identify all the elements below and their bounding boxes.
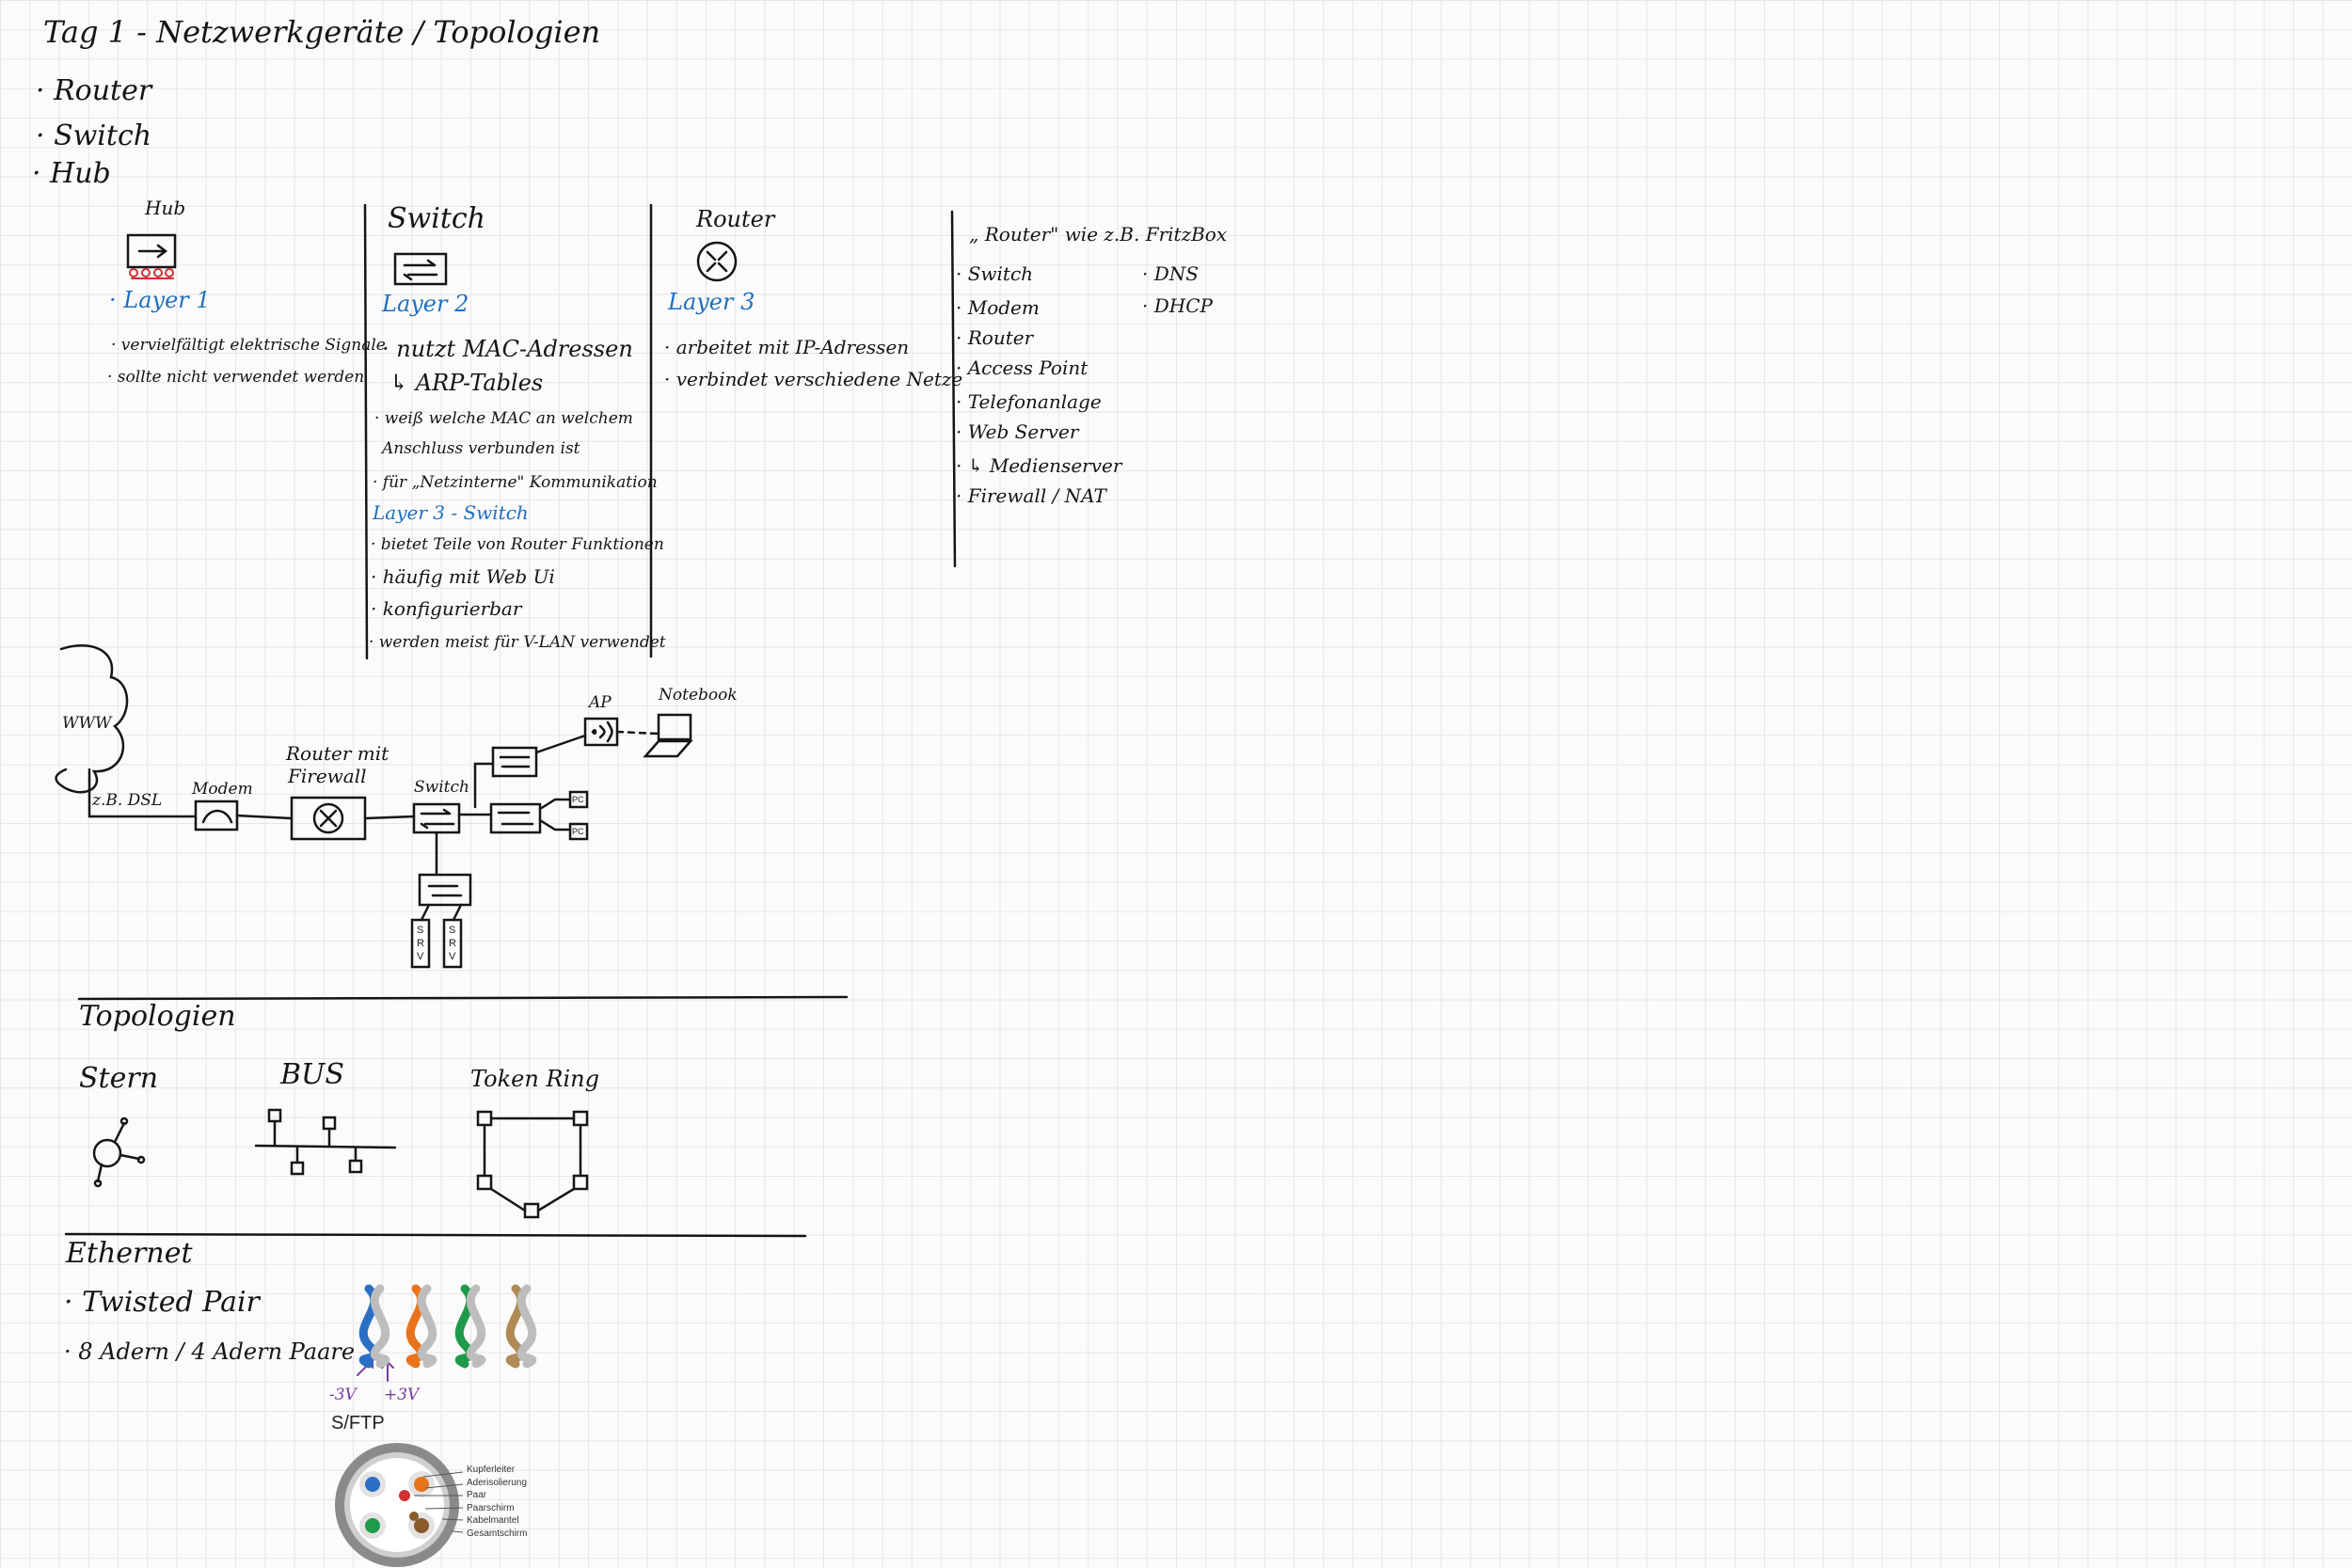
pc-icon-1 <box>568 790 589 809</box>
switch-icon <box>393 252 448 286</box>
ethernet-item-1: · Twisted Pair <box>64 1286 260 1319</box>
switch-layer3-note-2: · häufig mit Web Ui <box>371 565 555 588</box>
switch-note-4: Anschluss verbunden ist <box>382 439 580 458</box>
switch-note-3: · weiß welche MAC an welchem <box>374 409 633 428</box>
notebook-icon <box>643 713 693 758</box>
switch-layer3-heading: Layer 3 - Switch <box>373 501 529 524</box>
ethernet-item-2: · 8 Adern / 4 Adern Paare <box>64 1338 356 1365</box>
switch-note-5: · für „Netzinterne" Kommunikation <box>373 473 658 492</box>
www-label: WWW <box>62 714 112 733</box>
hub-layer: · Layer 1 <box>109 287 211 313</box>
modem-icon <box>194 800 239 832</box>
section-rule-ethernet <box>64 1232 807 1238</box>
core-switch-icon <box>412 802 461 834</box>
legend-paar: Paar <box>467 1490 487 1501</box>
fritzbox-item-7: · ↳ Medienserver <box>956 454 1122 477</box>
ap-label: AP <box>589 693 612 712</box>
hub-note-2: · sollte nicht verwendet werden <box>107 368 365 387</box>
hub-note-1: · vervielfältigt elektrische Signale <box>111 336 386 355</box>
pc-label-1: PC <box>572 795 584 804</box>
dsl-line <box>87 768 198 818</box>
intro-item-hub: · Hub <box>32 157 111 190</box>
fritzbox-item-2: · Modem <box>956 296 1040 319</box>
legend-kabelmantel: Kabelmantel <box>467 1515 519 1527</box>
fritzbox-item-dns: · DNS <box>1142 262 1199 285</box>
router-note-1: · arbeitet mit IP-Adressen <box>664 336 910 358</box>
section-rule-topologien <box>77 995 849 1001</box>
token-ring-topology-icon <box>476 1110 589 1219</box>
firewall-router-icon <box>290 796 367 841</box>
access-point-icon <box>583 717 619 747</box>
twisted-pair-illustration <box>358 1284 537 1369</box>
cable-cross-section-icon <box>335 1443 464 1567</box>
hub-icon <box>126 233 177 269</box>
sftp-label: S/FTP <box>331 1413 385 1433</box>
minus-voltage-label: -3V <box>329 1386 357 1404</box>
intro-item-router: · Router <box>36 74 152 107</box>
switch-server-icon <box>418 873 472 907</box>
legend-aderisolierung: Aderisolierung <box>467 1477 527 1488</box>
fritzbox-item-dhcp: · DHCP <box>1142 294 1213 317</box>
server-icon-2 <box>442 918 463 969</box>
switch-pc-icon <box>489 802 542 834</box>
switch-heading: Switch <box>388 202 486 235</box>
pc-icon-2 <box>568 822 589 841</box>
token-ring-label: Token Ring <box>470 1066 599 1092</box>
router-firewall-label-1: Router mit <box>286 742 389 765</box>
switch-layer3-note-3: · konfigurierbar <box>371 597 522 620</box>
bus-label: BUS <box>280 1058 344 1091</box>
hub-heading: Hub <box>145 197 186 219</box>
fritzbox-item-4: · Access Point <box>956 356 1089 379</box>
fritzbox-item-3: · Router <box>956 326 1034 349</box>
switch-note-1: · nutzt MAC-Adressen <box>382 336 633 362</box>
legend-kupferleiter: Kupferleiter <box>467 1465 516 1475</box>
fritzbox-item-5: · Telefonanlage <box>956 390 1102 413</box>
server-icon-1 <box>410 918 431 969</box>
notebook-label: Notebook <box>659 686 738 705</box>
cable-legend: Kupferleiter Aderisolierung Paar Paarsch… <box>467 1464 527 1541</box>
router-note-2: · verbindet verschiedene Netze <box>664 368 963 390</box>
switch-note-2: ↳ ARP-Tables <box>389 370 544 396</box>
bus-topology-icon <box>254 1108 397 1176</box>
switch-layer: Layer 2 <box>382 291 469 317</box>
switch-diagram-label: Switch <box>414 778 469 797</box>
switch-layer3-note-4: · werden meist für V-LAN verwendet <box>369 633 666 652</box>
dsl-label: z.B. DSL <box>92 791 163 810</box>
legend-paarschirm: Paarschirm <box>467 1502 515 1513</box>
divider-hub-switch <box>363 203 369 660</box>
stern-label: Stern <box>79 1062 159 1095</box>
ethernet-heading: Ethernet <box>66 1237 193 1270</box>
star-topology-icon <box>92 1117 146 1188</box>
switch-ap-icon <box>491 746 538 778</box>
pc-label-2: PC <box>572 827 584 836</box>
cloud-icon <box>55 644 129 794</box>
router-heading: Router <box>696 206 775 232</box>
fritzbox-heading: „ Router" wie z.B. FritzBox <box>969 223 1228 245</box>
switch-layer3-note-1: · bietet Teile von Router Funktionen <box>371 535 664 554</box>
fritzbox-item-1: · Switch <box>956 262 1034 285</box>
intro-item-switch: · Switch <box>36 119 152 152</box>
modem-label: Modem <box>192 780 253 799</box>
fritzbox-item-8: · Firewall / NAT <box>956 484 1106 507</box>
divider-router-fritzbox <box>950 210 957 568</box>
page-title: Tag 1 - Netzwerkgeräte / Topologien <box>43 14 601 50</box>
router-firewall-label-2: Firewall <box>288 765 367 787</box>
hub-ports-icon <box>129 268 174 279</box>
router-icon <box>696 241 738 282</box>
fritzbox-item-6: · Web Server <box>956 420 1079 443</box>
topologien-heading: Topologien <box>79 1000 236 1033</box>
legend-gesamtschirm: Gesamtschirm <box>467 1528 528 1539</box>
plus-voltage-label: +3V <box>384 1386 420 1404</box>
router-layer: Layer 3 <box>668 289 755 315</box>
